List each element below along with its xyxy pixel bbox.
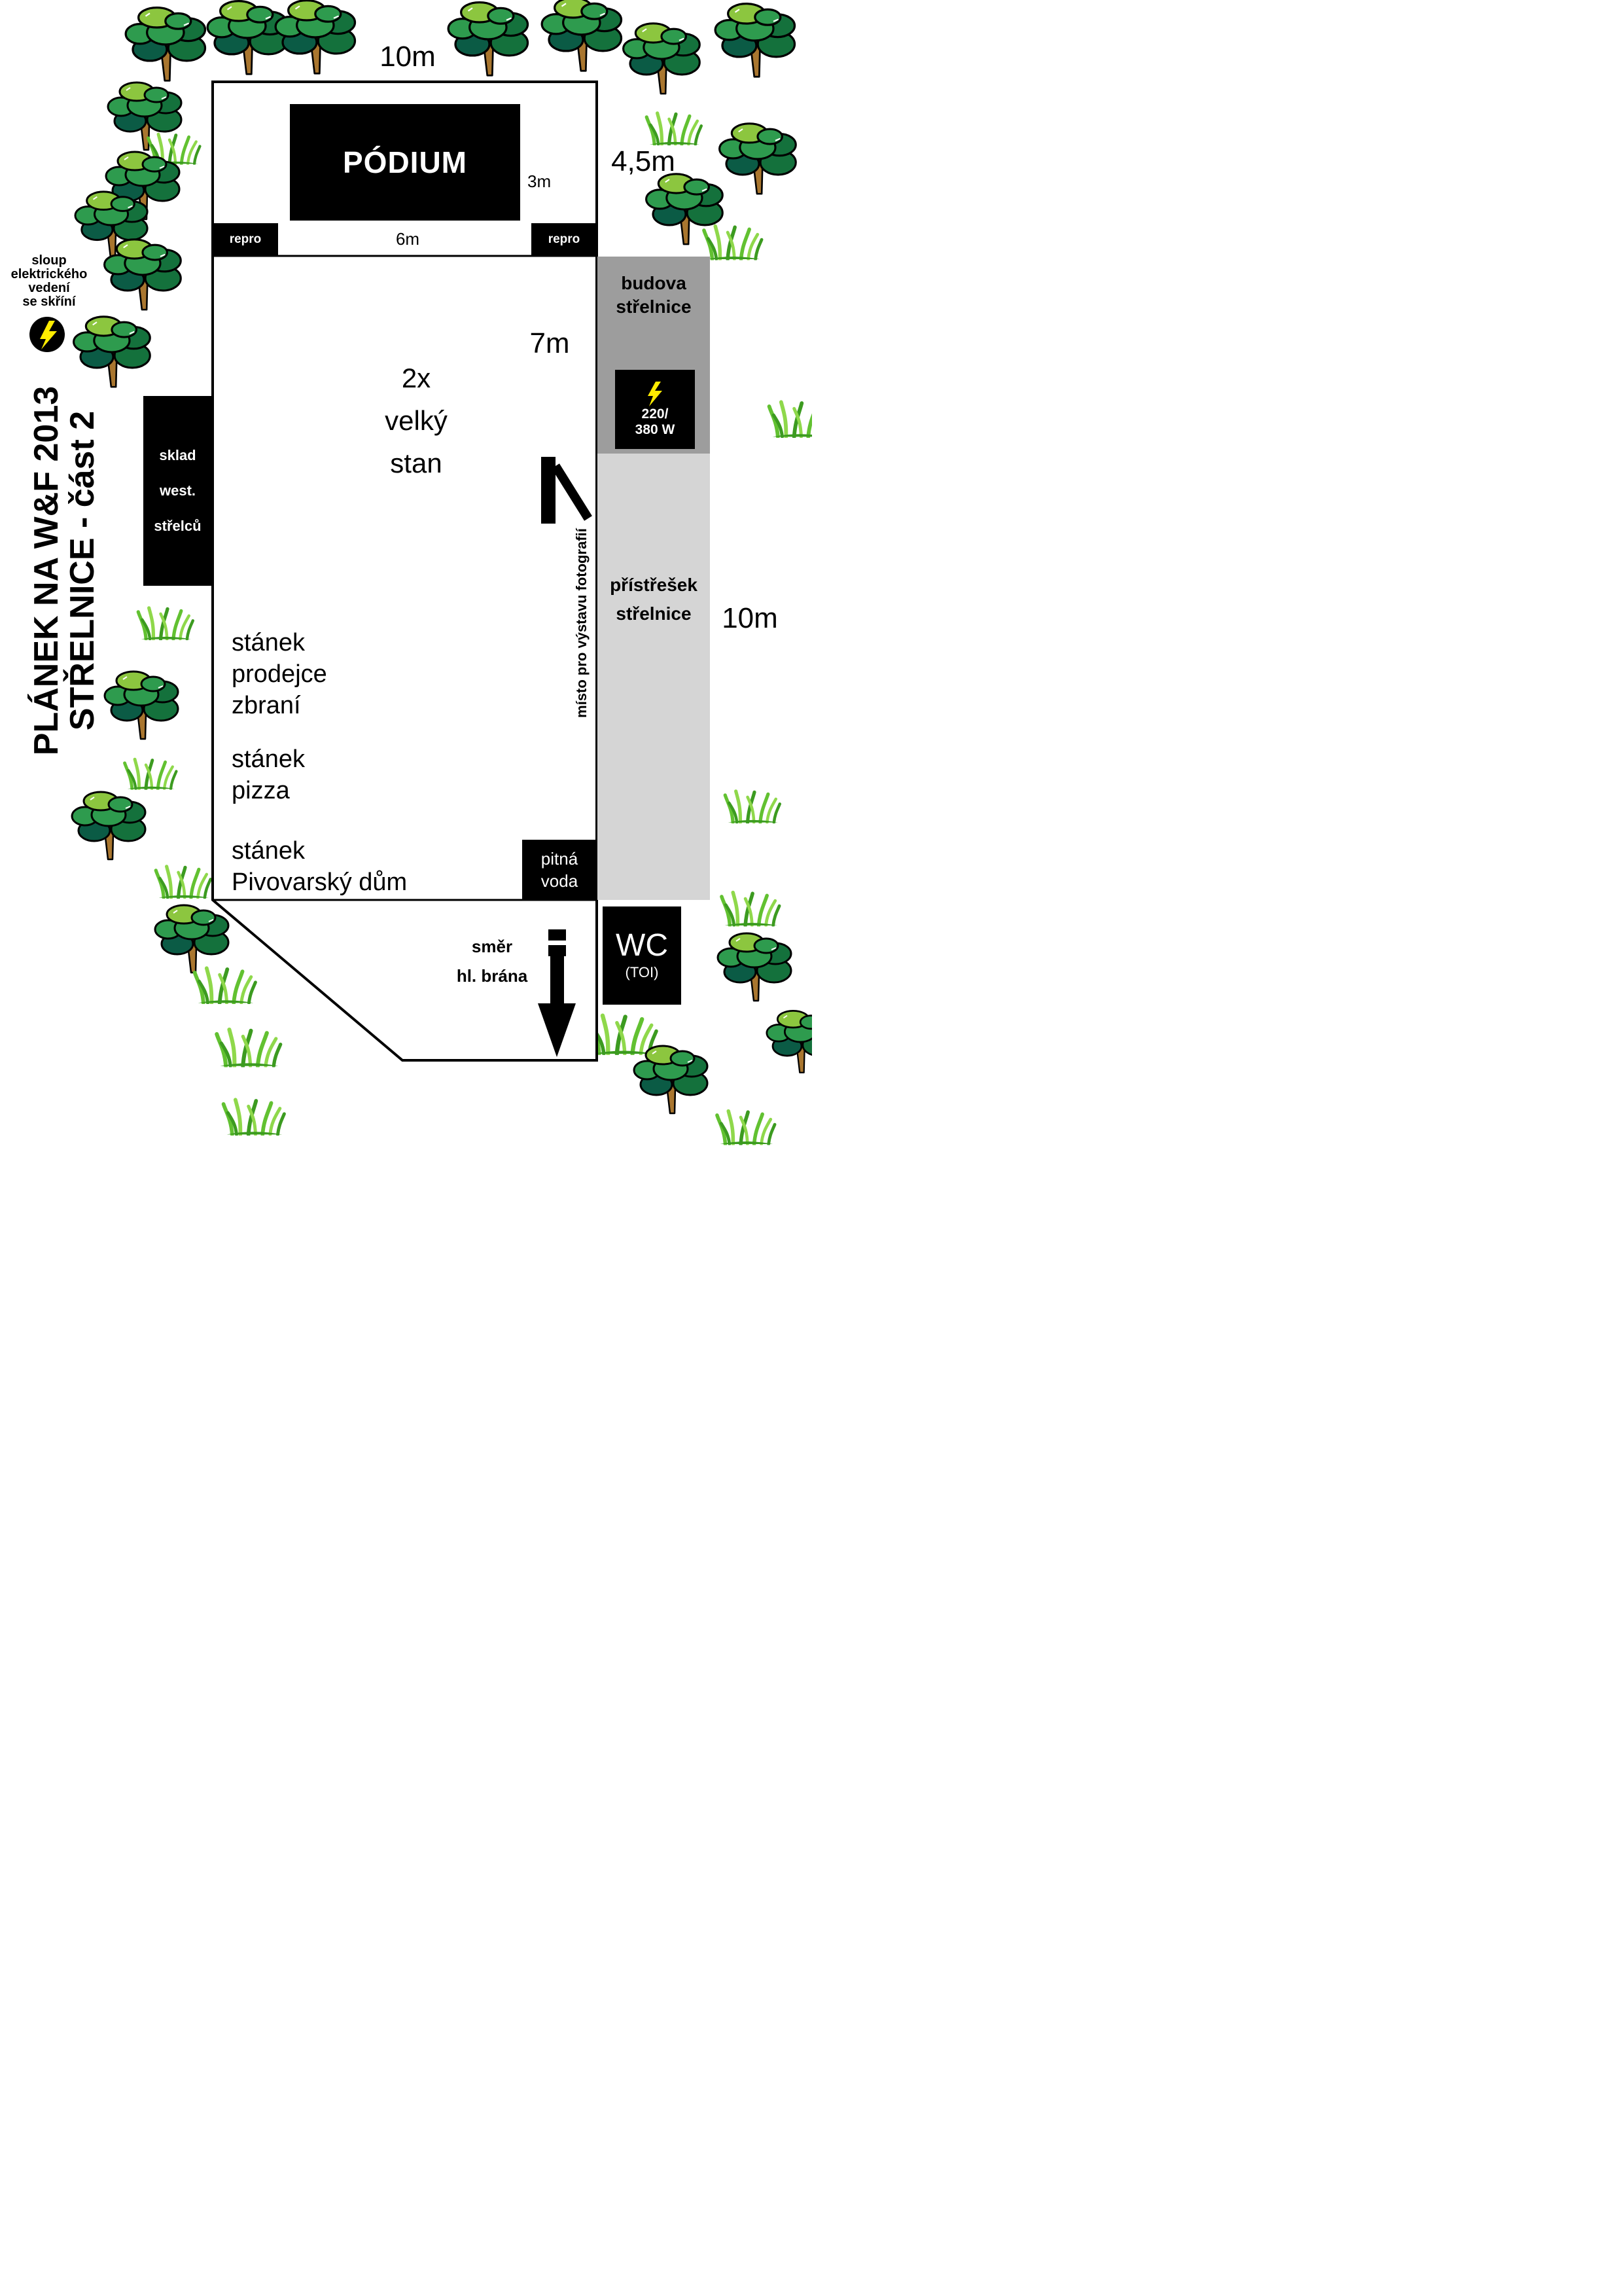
stand-brewery-label: stánek Pivovarský dům — [232, 837, 408, 896]
stage-box: PÓDIUM — [290, 104, 520, 221]
dimension-top-width: 10m — [380, 41, 436, 73]
dimension-building-gap: 7m — [529, 327, 570, 359]
electric-pole-icon — [29, 317, 65, 352]
speaker-left-box: repro — [213, 223, 278, 255]
stand-pizza-label: stánek pizza — [232, 745, 305, 804]
power-label: 220/ 380 W — [635, 406, 675, 437]
power-supply-box: 220/ 380 W — [615, 370, 695, 449]
storage-box: sklad west. střelců — [143, 396, 212, 586]
stand-weapons-label: stánek prodejce zbraní — [232, 629, 327, 719]
gate-direction-label: směr hl. brána — [456, 937, 528, 986]
dimension-stage-depth: 3m — [527, 171, 552, 191]
stage-label: PÓDIUM — [343, 145, 467, 179]
speaker-right-label: repro — [548, 232, 580, 246]
page-title: PLÁNEK NA W&F 2013 STŘELNICE - část 2 — [27, 386, 101, 756]
shelter-box — [597, 454, 710, 900]
gate-direction-arrow-icon — [538, 929, 576, 1057]
shelter-label: přístřešek střelnice — [610, 575, 697, 624]
dimension-right-gap: 4,5m — [611, 145, 675, 177]
symbols-layer — [538, 457, 592, 1057]
speaker-left-label: repro — [229, 232, 262, 246]
electric-pole-note: sloup elektrického vedení se skříní — [10, 253, 88, 309]
dimension-shelter-length: 10m — [722, 602, 778, 634]
tent-label: 2x velký stan — [385, 363, 448, 478]
dimension-stage-width: 6m — [395, 229, 420, 249]
entrance-door-icon — [541, 457, 592, 524]
site-plan-page: budova střelnice 220/ 380 W přístřešek s… — [0, 0, 812, 1148]
range-building-label: budova střelnice — [616, 273, 692, 317]
drinking-water-box: pitná voda — [522, 840, 597, 899]
wc-box: WC (TOI) — [603, 906, 681, 1005]
plan-outline-layer — [211, 81, 598, 1062]
speaker-right-box: repro — [531, 223, 597, 255]
enclosure-outline — [211, 81, 598, 1062]
lightning-icon — [648, 381, 662, 406]
photo-exhibition-label: místo pro výstavu fotografií — [573, 528, 590, 718]
